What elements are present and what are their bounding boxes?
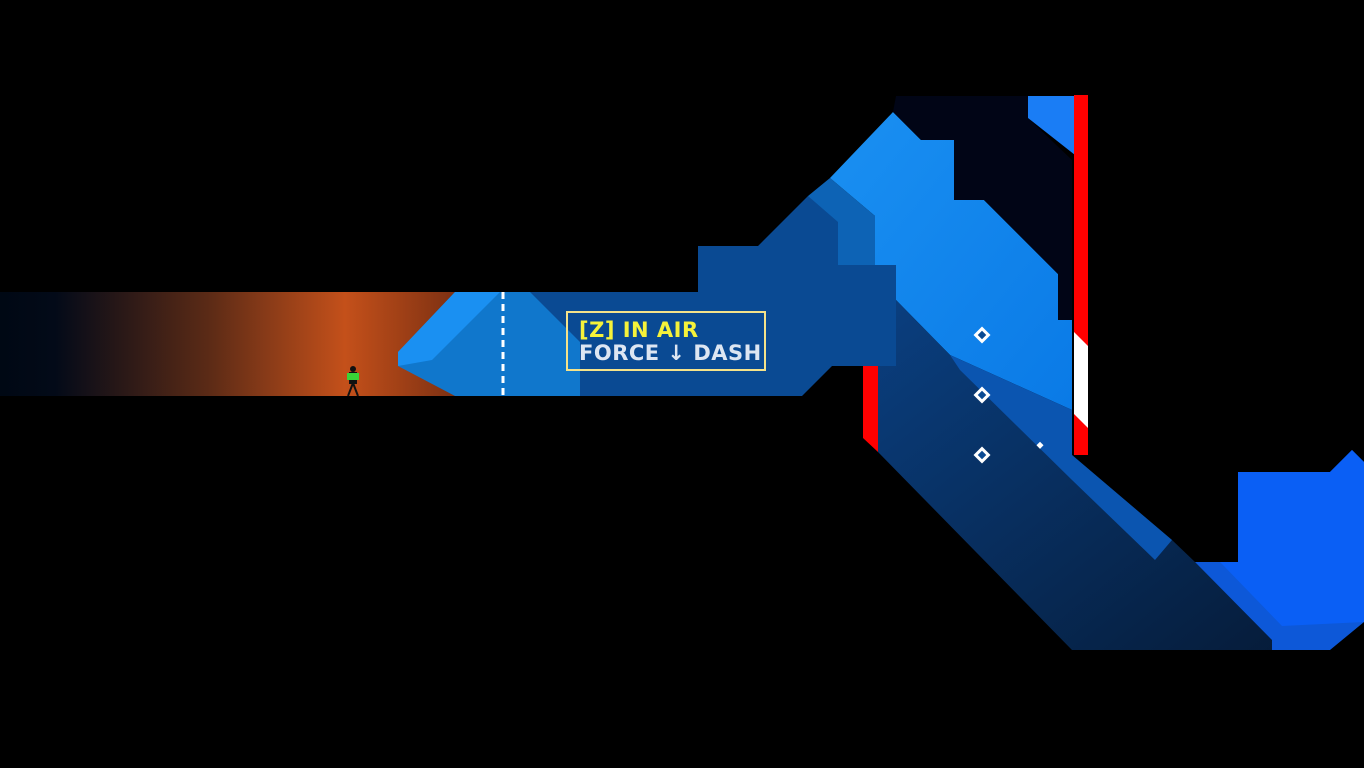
lower-right-room-bright	[1220, 450, 1364, 626]
dark-corridor	[0, 292, 460, 396]
hazard-wall-white-segment	[1074, 332, 1088, 428]
entrance-slope	[398, 292, 500, 366]
hazard-wall-left	[863, 366, 878, 452]
collectible-diamond	[973, 446, 991, 464]
top-corner-block	[1028, 96, 1075, 155]
tutorial-hint-sign: [Z] IN AIR FORCE ↓ DASH	[566, 311, 766, 371]
collectible-diamond	[973, 386, 991, 404]
collectible-diamond	[973, 326, 991, 344]
upper-bright-area	[830, 112, 1072, 410]
player-character	[347, 366, 359, 397]
dark-ceiling	[893, 96, 1072, 320]
shaft-bright-band	[950, 355, 1172, 560]
hint-line-air: [Z] IN AIR	[579, 318, 699, 342]
hint-line-dash: FORCE ↓ DASH	[579, 341, 762, 365]
upper-mid-chunk	[808, 178, 875, 265]
